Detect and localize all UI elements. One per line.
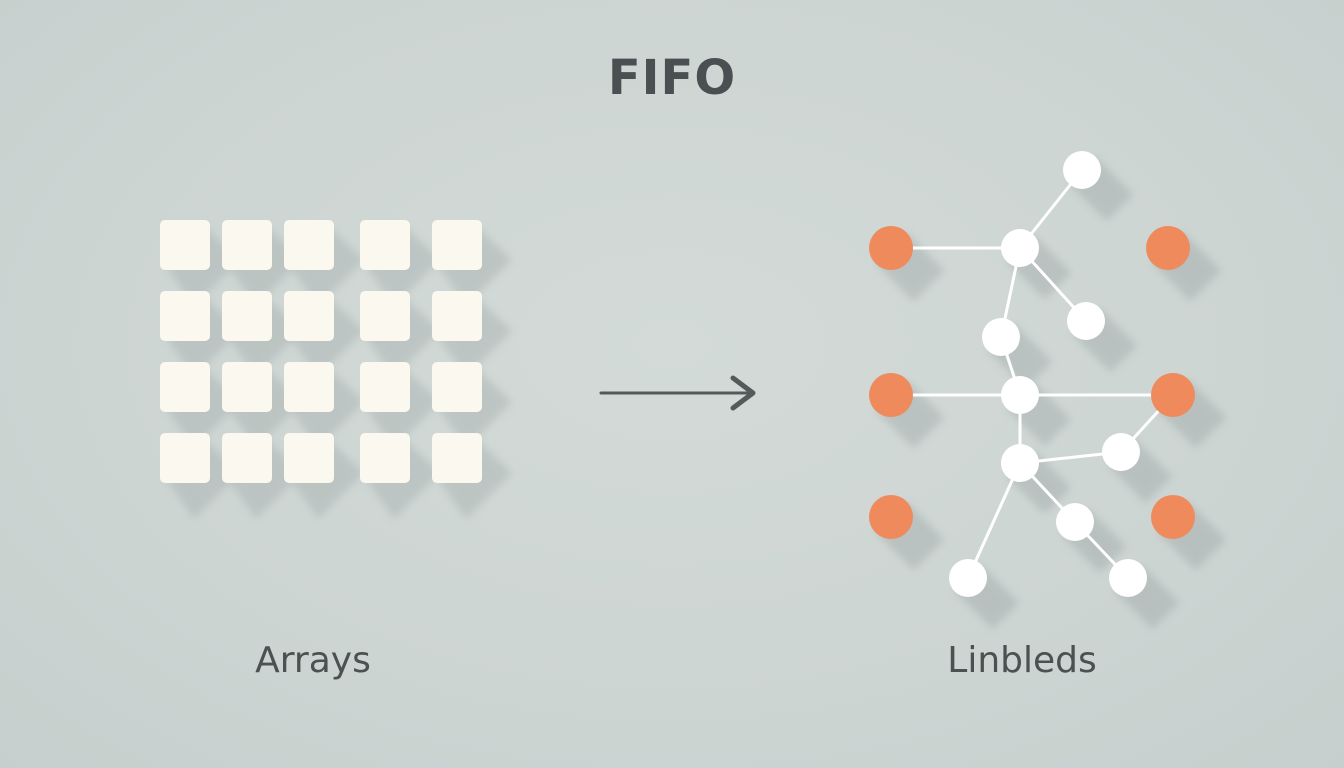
array-cell [360, 220, 440, 306]
accent-node [1146, 226, 1190, 270]
array-grid [160, 220, 512, 519]
array-cell [284, 362, 364, 448]
graph-node [1063, 151, 1101, 189]
array-cell [432, 362, 512, 448]
accent-node [1151, 495, 1195, 539]
graph-node [1001, 229, 1039, 267]
graph-node [949, 559, 987, 597]
array-cell [284, 433, 364, 519]
array-cell [432, 220, 512, 306]
array-cell [160, 291, 240, 377]
array-cell [222, 220, 302, 306]
array-cell [360, 362, 440, 448]
array-cell [160, 220, 240, 306]
accent-node [869, 495, 913, 539]
array-cell [222, 433, 302, 519]
graph-node [1102, 433, 1140, 471]
graph-edge [966, 462, 1022, 579]
array-cell [360, 291, 440, 377]
graph-node [1067, 302, 1105, 340]
array-cell [160, 362, 240, 448]
graph-node [1056, 503, 1094, 541]
array-cell [360, 433, 440, 519]
accent-node [1151, 373, 1195, 417]
accent-node [869, 373, 913, 417]
array-cell [284, 220, 364, 306]
graph-nodes [869, 151, 1195, 597]
accent-node [869, 226, 913, 270]
arrays-label: Arrays [255, 640, 371, 681]
transition-arrow [599, 375, 756, 411]
linked-structure-label: Linbleds [947, 640, 1097, 681]
array-cell [222, 362, 302, 448]
graph-node [1001, 444, 1039, 482]
array-cell [222, 291, 302, 377]
array-cell [432, 433, 512, 519]
array-cell [160, 433, 240, 519]
graph-node [1109, 559, 1147, 597]
array-cell [432, 291, 512, 377]
graph-node [1001, 376, 1039, 414]
graph-node [982, 318, 1020, 356]
array-cell [284, 291, 364, 377]
diagram-title: FIFO [607, 50, 737, 106]
